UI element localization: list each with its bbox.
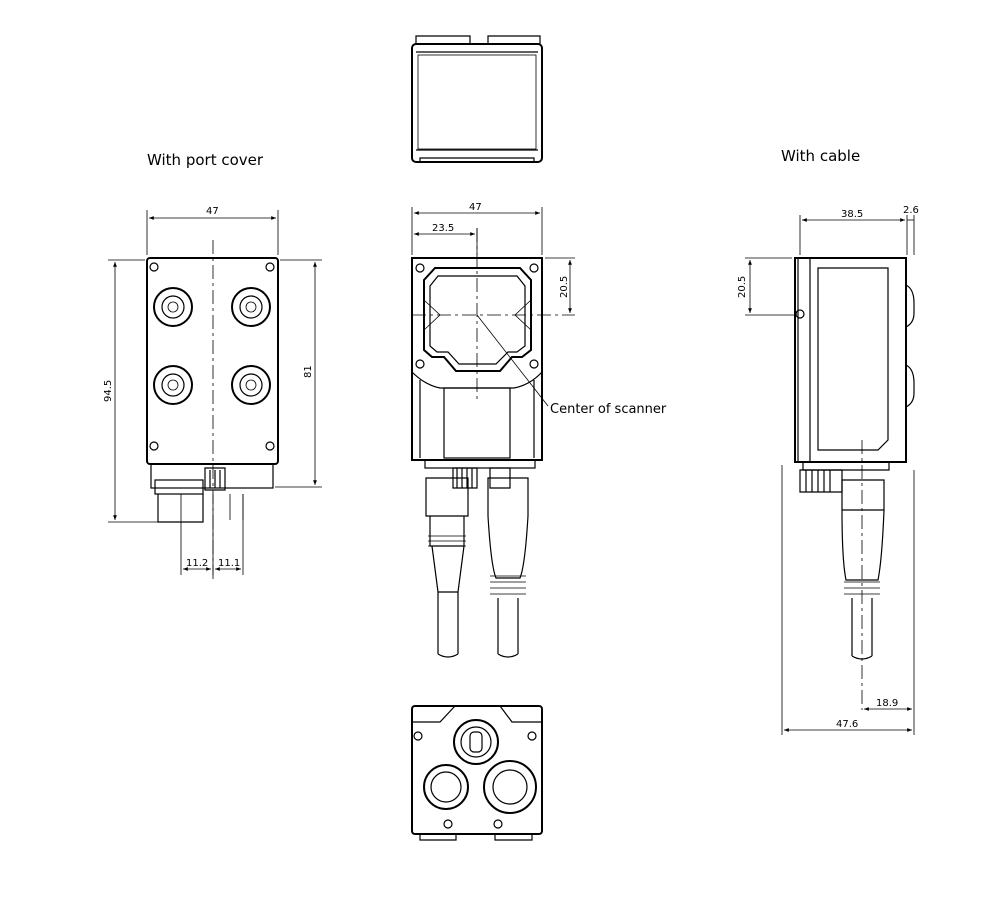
port-cover-view: 47 94.5 81 11.2 11.1 — [103, 206, 322, 580]
left-view-title: With port cover — [147, 151, 264, 169]
dim-left-height-body: 81 — [303, 365, 314, 378]
dim-left-offset-a: 11.2 — [186, 558, 208, 569]
dim-side-cable-offset: 18.9 — [876, 698, 898, 709]
dim-left-width: 47 — [206, 206, 219, 217]
dim-front-width: 47 — [469, 202, 482, 213]
top-view — [411, 35, 543, 163]
side-view: 38.5 2.6 20.5 18.9 47.6 — [737, 205, 919, 735]
center-of-scanner-label: Center of scanner — [550, 402, 667, 417]
port-icon-group — [153, 287, 271, 405]
dim-side-center-height: 20.5 — [737, 276, 748, 298]
dim-side-depth: 38.5 — [841, 209, 863, 220]
dim-side-protrusion: 2.6 — [903, 205, 919, 216]
dim-left-height: 94.5 — [103, 380, 114, 402]
right-view-title: With cable — [781, 147, 860, 165]
dim-front-center-height: 20.5 — [559, 276, 570, 298]
dim-side-total-depth: 47.6 — [836, 719, 858, 730]
front-view: 47 23.5 20.5 Center of scanner — [411, 202, 667, 658]
bottom-port-icon-group — [423, 719, 537, 814]
bottom-view — [411, 705, 543, 841]
dim-left-offset-b: 11.1 — [218, 558, 240, 569]
dim-front-half-width: 23.5 — [432, 223, 454, 234]
